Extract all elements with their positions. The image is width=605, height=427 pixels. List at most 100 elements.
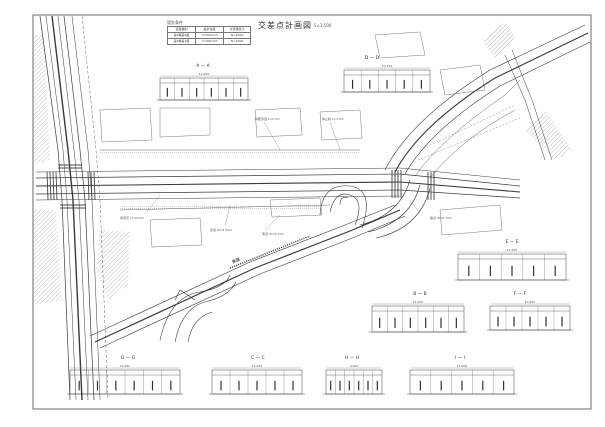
cross-section-box: 10,750 xyxy=(341,64,433,93)
lane-marker xyxy=(513,316,515,327)
lane-marker xyxy=(78,380,80,391)
plan-note: 導流帯 L=15.0m xyxy=(120,216,144,220)
lane-marker xyxy=(166,87,168,97)
lane-marker xyxy=(115,380,117,391)
lane-marker xyxy=(151,380,154,391)
lane-marker xyxy=(554,265,556,277)
lane-marker xyxy=(238,380,240,391)
section-dimension: 9,500 xyxy=(350,364,359,368)
lane-marker xyxy=(196,87,198,97)
section-label-c: C — C xyxy=(251,356,265,361)
sheet-scale: S=1:500 xyxy=(314,23,332,28)
lane-marker xyxy=(561,316,563,327)
lane-marker xyxy=(292,380,294,391)
plan-note: 路肩 W=0.75m xyxy=(430,216,453,220)
lane-marker xyxy=(358,380,360,391)
sw-diagonal-road xyxy=(89,204,406,349)
lane-marker xyxy=(511,265,513,277)
lane-marker xyxy=(220,380,222,391)
cross-section-box: 10,500 xyxy=(487,300,573,331)
lane-marker xyxy=(181,87,183,97)
ne-road xyxy=(384,24,591,179)
lane-marker xyxy=(461,380,463,391)
shoulder-dots-2 xyxy=(120,206,320,209)
crosswalk-west xyxy=(46,164,96,209)
section-label-g: G — G xyxy=(120,356,136,361)
lane-marker xyxy=(545,316,547,327)
lane-marker xyxy=(440,380,442,391)
lane-marker xyxy=(225,87,227,97)
section-dimension: 10,750 xyxy=(382,64,393,68)
lane-marker xyxy=(369,79,371,89)
lane-marker xyxy=(274,380,276,391)
section-label-h: H — H xyxy=(344,356,360,361)
terrain-hatch-left-top xyxy=(34,35,50,165)
lane-marker xyxy=(394,317,396,329)
section-label-f: F — F xyxy=(513,292,527,297)
main-road-ns xyxy=(39,15,109,401)
lane-marker xyxy=(420,79,422,89)
spec-row: 第4種第1級 V=40km/h N=1000 xyxy=(167,38,251,45)
plan-note: 横断歩道 L=5.0m xyxy=(255,117,280,121)
lane-marker xyxy=(482,380,484,391)
lane-marker xyxy=(330,380,332,391)
lane-marker xyxy=(352,79,354,89)
lane-marker xyxy=(409,317,411,329)
section-dimension: 12,500 xyxy=(252,364,263,368)
cross-section-box: 9,500 xyxy=(323,364,385,395)
section-label-a: A — A xyxy=(196,64,210,69)
lane-marker xyxy=(440,317,442,329)
ramp-loops xyxy=(159,185,367,343)
spec-cell: N=1000 xyxy=(223,38,251,45)
lane-marker xyxy=(210,87,212,97)
lane-marker xyxy=(455,317,457,329)
section-dimension: 10,500 xyxy=(525,300,536,304)
lane-marker xyxy=(489,265,491,277)
plan-note: 歩道 W=3.50m xyxy=(210,228,233,232)
crosswalk-east xyxy=(391,170,435,200)
section-label-b: B — B xyxy=(413,292,427,297)
leader-lines xyxy=(144,121,421,231)
plan-note: 停止線 L=3.0m xyxy=(322,117,344,121)
spec-table: 道路種別 設計速度 交通量区分 第3種第2級 V=60km/h N=2000 第… xyxy=(167,26,251,45)
spec-row: 第3種第2級 V=60km/h N=2000 xyxy=(167,32,251,39)
lane-marker xyxy=(376,380,378,391)
terrain-hatch-left-mid xyxy=(34,210,62,305)
section-label-d: D — D xyxy=(364,56,380,61)
section-dimension: 11,000 xyxy=(413,300,424,304)
cross-section-box: 11,500 xyxy=(455,248,569,281)
spec-cell: 第4種第1級 xyxy=(167,38,196,45)
section-dimension: 12,000 xyxy=(199,72,210,76)
section-dimension: 13,000 xyxy=(457,364,468,368)
lane-marker xyxy=(170,380,172,391)
sheet-frame xyxy=(32,14,592,410)
spec-cell: V=40km/h xyxy=(194,38,225,45)
main-road-ew xyxy=(35,149,521,211)
section-label-e: E — E xyxy=(505,240,519,245)
cross-section-box: 11,000 xyxy=(369,300,467,333)
lane-marker xyxy=(348,380,350,391)
lane-marker xyxy=(386,79,388,89)
section-dimension: 11,500 xyxy=(507,248,518,252)
cross-sections: 10,750 12,000 11,500 11,000 10,500 10,000 12,5… xyxy=(67,64,573,395)
plan-note: 車道 W=3.25m xyxy=(262,232,285,236)
lane-marker xyxy=(529,316,531,327)
cross-section-box: 13,000 xyxy=(407,364,517,395)
section-dimension: 10,000 xyxy=(120,364,131,368)
terrain-hatch-right xyxy=(525,110,572,160)
spec-row: 道路種別 設計速度 交通量区分 xyxy=(167,26,251,33)
lane-marker xyxy=(367,380,369,391)
cross-section-box: 12,500 xyxy=(209,364,305,395)
lane-marker xyxy=(425,317,427,329)
lane-marker xyxy=(240,87,242,97)
spec-table-heading: 設計条件 xyxy=(167,20,183,25)
lane-marker xyxy=(339,380,341,391)
section-label-i: I — I xyxy=(454,356,466,361)
lane-marker xyxy=(379,317,381,329)
lane-marker xyxy=(96,380,99,391)
sheet-title: 交差点計画図 xyxy=(258,21,312,30)
cross-section-box: 10,000 xyxy=(67,364,183,395)
lane-marker xyxy=(403,79,405,89)
